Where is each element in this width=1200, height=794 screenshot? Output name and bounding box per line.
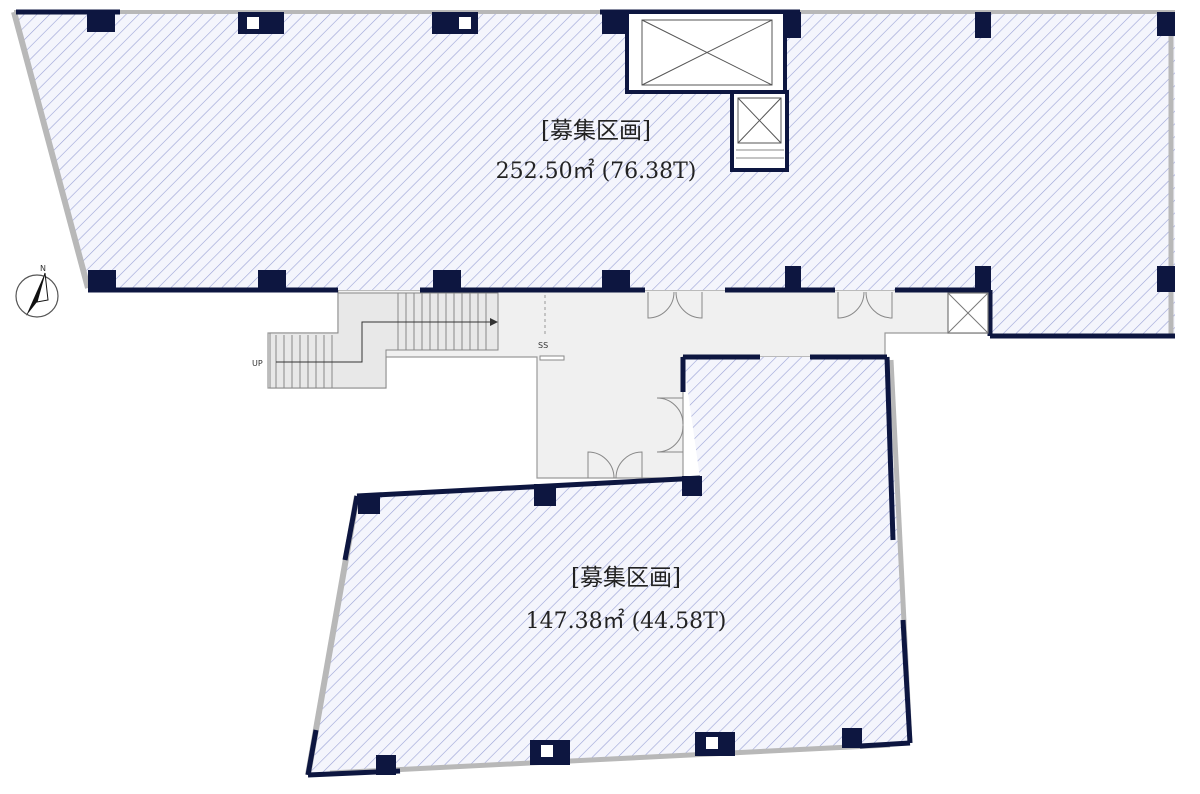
upper-room-label: [募集区画] 252.50㎡ (76.38T): [496, 118, 697, 184]
door: [656, 425, 684, 453]
room-area: 252.50㎡ (76.38T): [496, 158, 697, 184]
column: [376, 755, 396, 775]
column: [88, 270, 116, 292]
column: [238, 12, 284, 34]
lower-room-label: [募集区画] 147.38㎡ (44.58T): [526, 565, 727, 634]
compass-arrow-icon: [26, 273, 45, 316]
room-area: 147.38㎡ (44.58T): [526, 608, 727, 634]
staircase: UP: [252, 292, 499, 389]
column: [785, 266, 801, 292]
column: [602, 12, 628, 34]
column: [842, 728, 862, 748]
stairs-up-label: UP: [252, 359, 263, 368]
column: [975, 12, 991, 38]
door: [865, 291, 893, 319]
doors: [587, 291, 893, 479]
room-name: [募集区画]: [541, 118, 651, 144]
door: [837, 291, 865, 319]
column: [433, 270, 461, 292]
north-marker: N: [15, 264, 59, 318]
column: [534, 484, 556, 506]
door: [675, 291, 703, 319]
pipe-shaft: [947, 292, 989, 334]
column: [1157, 266, 1175, 292]
column: [1157, 12, 1175, 36]
column: [785, 12, 801, 38]
column: [682, 476, 702, 496]
column: [258, 270, 286, 292]
column: [602, 270, 630, 292]
upper-rental-area: [11, 9, 1175, 339]
column: [975, 266, 991, 292]
column: [87, 12, 115, 32]
door: [656, 397, 684, 425]
elevator-shaft: [625, 10, 789, 172]
column: [432, 12, 478, 34]
room-name: [募集区画]: [571, 565, 681, 591]
door: [647, 291, 675, 319]
door: [615, 451, 643, 479]
column: [358, 494, 380, 514]
door: [587, 451, 615, 479]
north-label: N: [40, 264, 46, 273]
shaft-label: SS: [538, 341, 548, 350]
